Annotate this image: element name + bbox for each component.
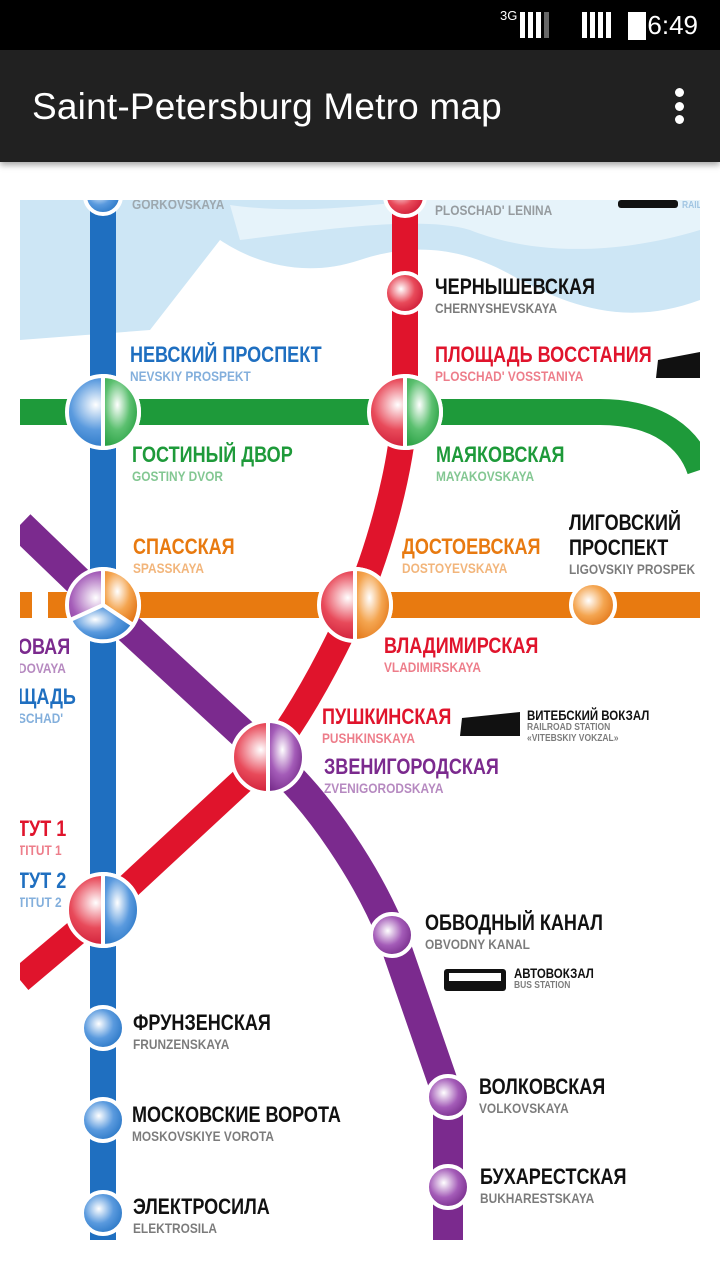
train-icon [460,200,700,736]
label-gorkovskaya: GORKOVSKAYA [132,200,225,212]
bus-icon [444,969,506,991]
station-volkovskaya [425,1074,471,1120]
status-bar: 3G 6:49 [0,0,720,50]
station-bukharestskaya [425,1164,471,1210]
metro-map-lines [20,200,700,1240]
network-type: 3G [500,8,518,23]
label-rail: RAIL [682,200,700,211]
clock: 6:49 [647,10,698,40]
station-ligovskiy [569,581,617,629]
app-bar: Saint-Petersburg Metro map [0,50,720,162]
more-vert-icon[interactable] [674,88,684,124]
metro-map[interactable]: GORKOVSKAYA PLOSCHAD' LENINA RAIL ЧЕРНЫШ… [20,200,700,1240]
station-frunzenskaya [80,1005,126,1051]
app-title: Saint-Petersburg Metro map [32,86,502,127]
station-gorkovskaya [83,200,123,216]
station-ploschad-lenina [383,200,427,218]
station-elektrosila [80,1190,126,1236]
signal-icon [520,12,549,38]
signal-icon-2 [582,12,611,38]
station-obvodny [369,912,415,958]
station-moskovskiye [80,1097,126,1143]
battery-charging-icon [628,12,646,40]
station-chernyshevskaya [383,271,427,315]
river-branch [230,200,700,249]
line-green [20,399,700,475]
label-ploschad-lenina: PLOSCHAD' LENINA [435,202,553,218]
